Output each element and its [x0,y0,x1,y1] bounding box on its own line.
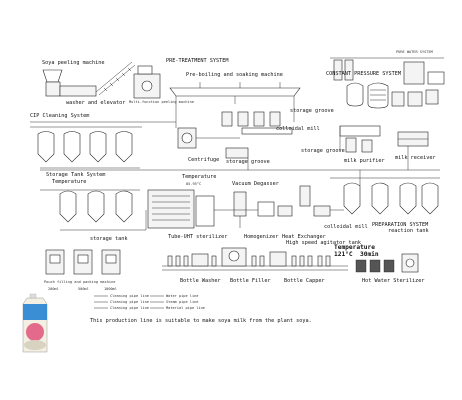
cip-tank-4 [115,131,133,163]
elevator-conveyor [95,61,136,96]
soy-milk-carton-image [22,293,48,353]
milk-purifier-group: storage groove milk purifier milk receiv… [301,125,436,164]
caption-text: This production line is suitable to make… [90,318,312,324]
colloidal-mill-2-label: colloidal mill [324,224,368,230]
uht-group: Temperature 85-95°C Tube-UHT sterilizer … [147,174,279,240]
washer-body [59,85,97,97]
time-3-value: 30min [360,250,379,258]
temperature-2-value: 85-95°C [186,182,201,186]
cip-tank-2 [63,131,81,163]
vol-500-label: 500ml [78,287,89,291]
legend-entry-2: Cleaning pipe line [110,300,149,304]
storage-groove-1-label: storage groove [290,108,334,114]
temperature-3-label: Temperature [334,244,375,251]
soya-peeling-label: Soya peeling machine [42,60,104,66]
cip-label: CIP Cleaning System [30,113,89,119]
heat-exchanger-label: Heat Exchanger [282,234,326,240]
pipe-legend: Cleaning pipe line Water pipe line Clean… [94,294,205,310]
hopper-shape [42,69,63,83]
legend-entry-5: Steam pipe line [166,300,198,304]
storage-tank-3 [115,190,133,223]
storage-groove-3-label: storage groove [301,148,345,154]
pressure-tank-2 [367,82,389,109]
soya-peeling-section: Soya peeling machine washer and elevator… [42,60,194,106]
constant-pressure-label: CONSTANT PRESSURE SYSTEM [326,71,401,77]
soaking-trough [169,87,301,97]
temperature-1-label: Temperature [52,179,86,185]
colloidal-mill-1-label: colloidal mill [276,126,320,132]
pressure-tank-1 [346,82,364,107]
storage-tank-system-label: Storage Tank System [46,172,105,178]
bottle-washer-label: Bottle Washer [180,278,221,284]
vacuum-degasser-label: Vacuum Degasser [232,181,279,187]
storage-tank-label: storage tank [90,236,128,242]
milk-receiver-label: milk receiver [395,155,436,161]
bottle-capper-label: Bottle Capper [284,278,325,284]
high-speed-agitator-label: High speed agitator tank [286,240,362,246]
homogenizer-label: Homogenizer [244,234,278,240]
legend-entry-1: Cleaning pipe line [110,294,149,298]
preboiling-label: Pre-boiling and soaking machine [186,72,283,78]
homogenizer-group: colloidal mill Homogenizer Heat Exchange… [244,185,368,240]
bottle-filler-label: Bottle Filler [230,278,271,284]
temperature-3-value: 121°C [334,250,353,258]
pure-water-label: PURE WATER SYSTEM [396,50,434,54]
reaction-tank-2 [371,182,389,215]
storage-tank-2 [87,190,105,223]
reaction-tank-3 [399,182,417,215]
pure-water-section: PURE WATER SYSTEM CONSTANT PRESSURE SYST… [326,50,445,109]
cip-tank-1 [37,131,55,163]
washer-elevator-label: washer and elevator [66,100,125,106]
reaction-tank-label: reaction tank [388,228,429,234]
pretreatment-title: PRE-TREATMENT SYSTEM [166,58,228,64]
storage-groove-1: storage groove colloidal mill [221,108,334,135]
cip-section: CIP Cleaning System [30,113,142,169]
multifunction-peeler-body [133,73,161,99]
preboiling-section: Pre-boiling and soaking machine [169,72,301,104]
multifunction-peeler-label: Multi-function peeling machine [129,100,194,104]
bottle-line: Bottle Washer Bottle Filler Bottle Cappe… [162,247,348,284]
vol-200-label: 200ml [48,287,59,291]
legend-entry-6: Material pipe line [166,306,205,310]
centrifuge-label: Centrifuge [188,157,219,163]
pouch-filling-label: Pouch filling and packing machine [44,280,115,284]
reaction-tank-4 [421,182,439,215]
temperature-2-label: Temperature [182,174,216,180]
storage-tank-1 [59,190,77,223]
sterilizer-section: Temperature 121°C 30min Hot Water Steril… [334,244,424,284]
pouch-filling-section: Pouch filling and packing machine 200ml … [44,249,121,291]
tube-uht-label: Tube-UHT sterilizer [168,234,227,240]
preparation-system-label: PREPARATION SYSTEM [372,222,428,228]
vol-1000-label: 1000ml [104,287,117,291]
storage-tank-system: Storage Tank System Temperature storage … [40,172,146,242]
flow-lines [40,104,440,230]
reaction-tank-1 [343,182,361,215]
preparation-system: PREPARATION SYSTEM reaction tank High sp… [286,177,440,246]
multifunction-peeler-top [137,65,153,75]
milk-purifier-label: milk purifier [344,158,385,164]
peeler-body [45,81,61,97]
legend-entry-3: Cleaning pipe line [110,306,149,310]
cip-tank-3 [89,131,107,163]
hot-water-sterilizer-label: Hot Water Sterilizer [362,278,424,284]
legend-entry-4: Water pipe line [166,294,198,298]
